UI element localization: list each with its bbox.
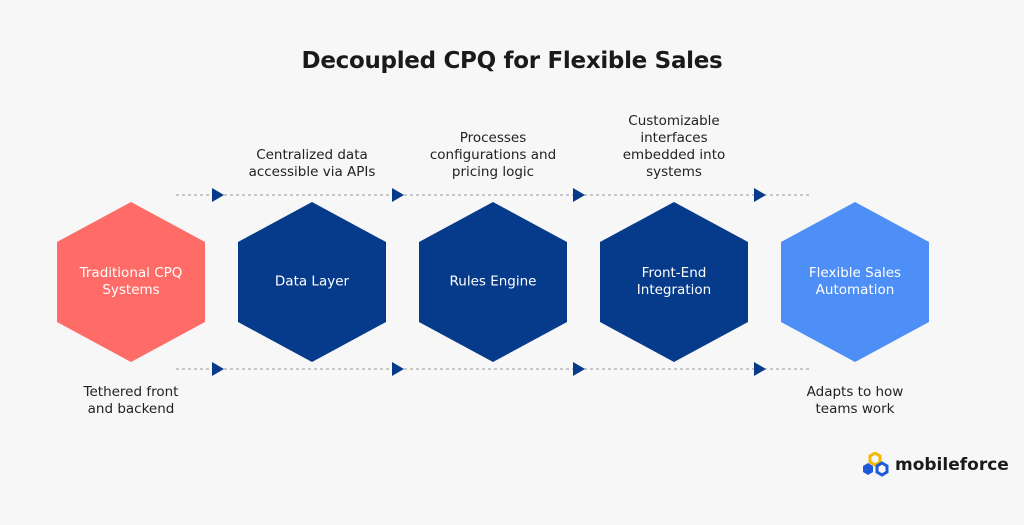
step-caption-bottom: Tethered front and backend — [83, 384, 179, 417]
logo-icon — [863, 452, 889, 477]
step-caption-top: Centralized data accessible via APIs — [248, 147, 376, 180]
arrow-icon — [392, 188, 404, 202]
mobileforce-logo: mobileforce — [860, 452, 1009, 478]
arrow-icon — [212, 362, 224, 376]
arrow-icon — [754, 188, 766, 202]
arrow-icon — [573, 188, 585, 202]
step-label: Data Layer — [274, 273, 350, 290]
step-label: Rules Engine — [449, 273, 537, 290]
step-label: Front-End Integration — [636, 265, 712, 298]
diagram-title: Decoupled CPQ for Flexible Sales — [301, 48, 723, 74]
logo-text: mobileforce — [895, 455, 1009, 475]
step-label: Flexible Sales Automation — [808, 265, 902, 298]
step-caption-top: Customizable interfaces embedded into sy… — [622, 113, 726, 180]
hexagon-step — [57, 202, 205, 362]
arrow-icon — [392, 362, 404, 376]
hexagon-step — [419, 202, 567, 362]
step-caption-top: Processes configurations and pricing log… — [429, 130, 557, 180]
arrow-icon — [212, 188, 224, 202]
hexagon-step — [600, 202, 748, 362]
step-label: Traditional CPQ Systems — [79, 265, 183, 298]
hexagon-step — [238, 202, 386, 362]
arrow-icon — [754, 362, 766, 376]
step-caption-bottom: Adapts to how teams work — [806, 384, 904, 417]
hexagon-step — [781, 202, 929, 362]
arrow-icon — [573, 362, 585, 376]
